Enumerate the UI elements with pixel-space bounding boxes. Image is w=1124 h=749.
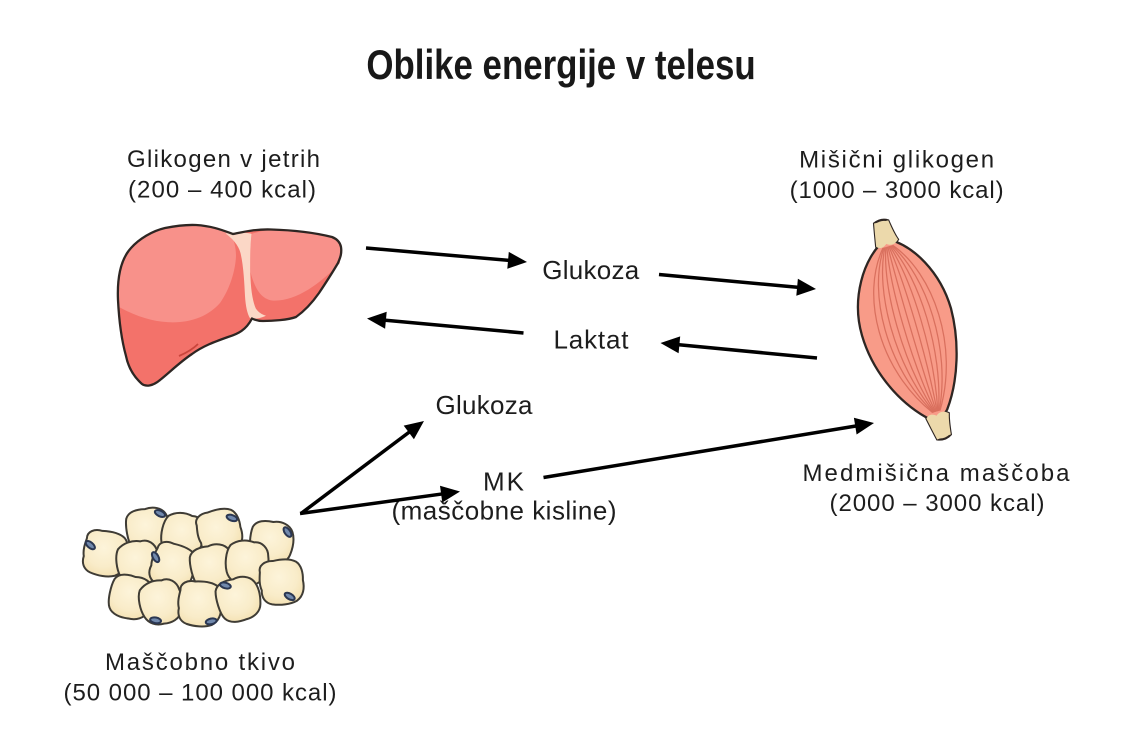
svg-text:Laktat: Laktat: [554, 324, 630, 354]
svg-text:Glukoza: Glukoza: [542, 255, 640, 285]
svg-text:Maščobno tkivo: Maščobno tkivo: [105, 649, 295, 676]
svg-text:(2000 – 3000 kcal): (2000 – 3000 kcal): [830, 490, 1045, 517]
svg-text:Mišični glikogen: Mišični glikogen: [799, 146, 994, 173]
svg-text:(50 000 – 100 000 kcal): (50 000 – 100 000 kcal): [64, 680, 337, 707]
svg-text:(1000 – 3000 kcal): (1000 – 3000 kcal): [790, 177, 1004, 204]
svg-text:(maščobne kisline): (maščobne kisline): [392, 496, 617, 526]
svg-text:Glikogen v jetrih: Glikogen v jetrih: [127, 146, 320, 173]
svg-text:Medmišična maščoba: Medmišična maščoba: [803, 460, 1071, 487]
svg-text:Oblike energije v telesu: Oblike energije v telesu: [366, 42, 755, 89]
svg-text:MK: MK: [483, 467, 525, 497]
svg-text:(200 – 400 kcal): (200 – 400 kcal): [128, 177, 316, 204]
svg-text:Glukoza: Glukoza: [436, 390, 534, 420]
